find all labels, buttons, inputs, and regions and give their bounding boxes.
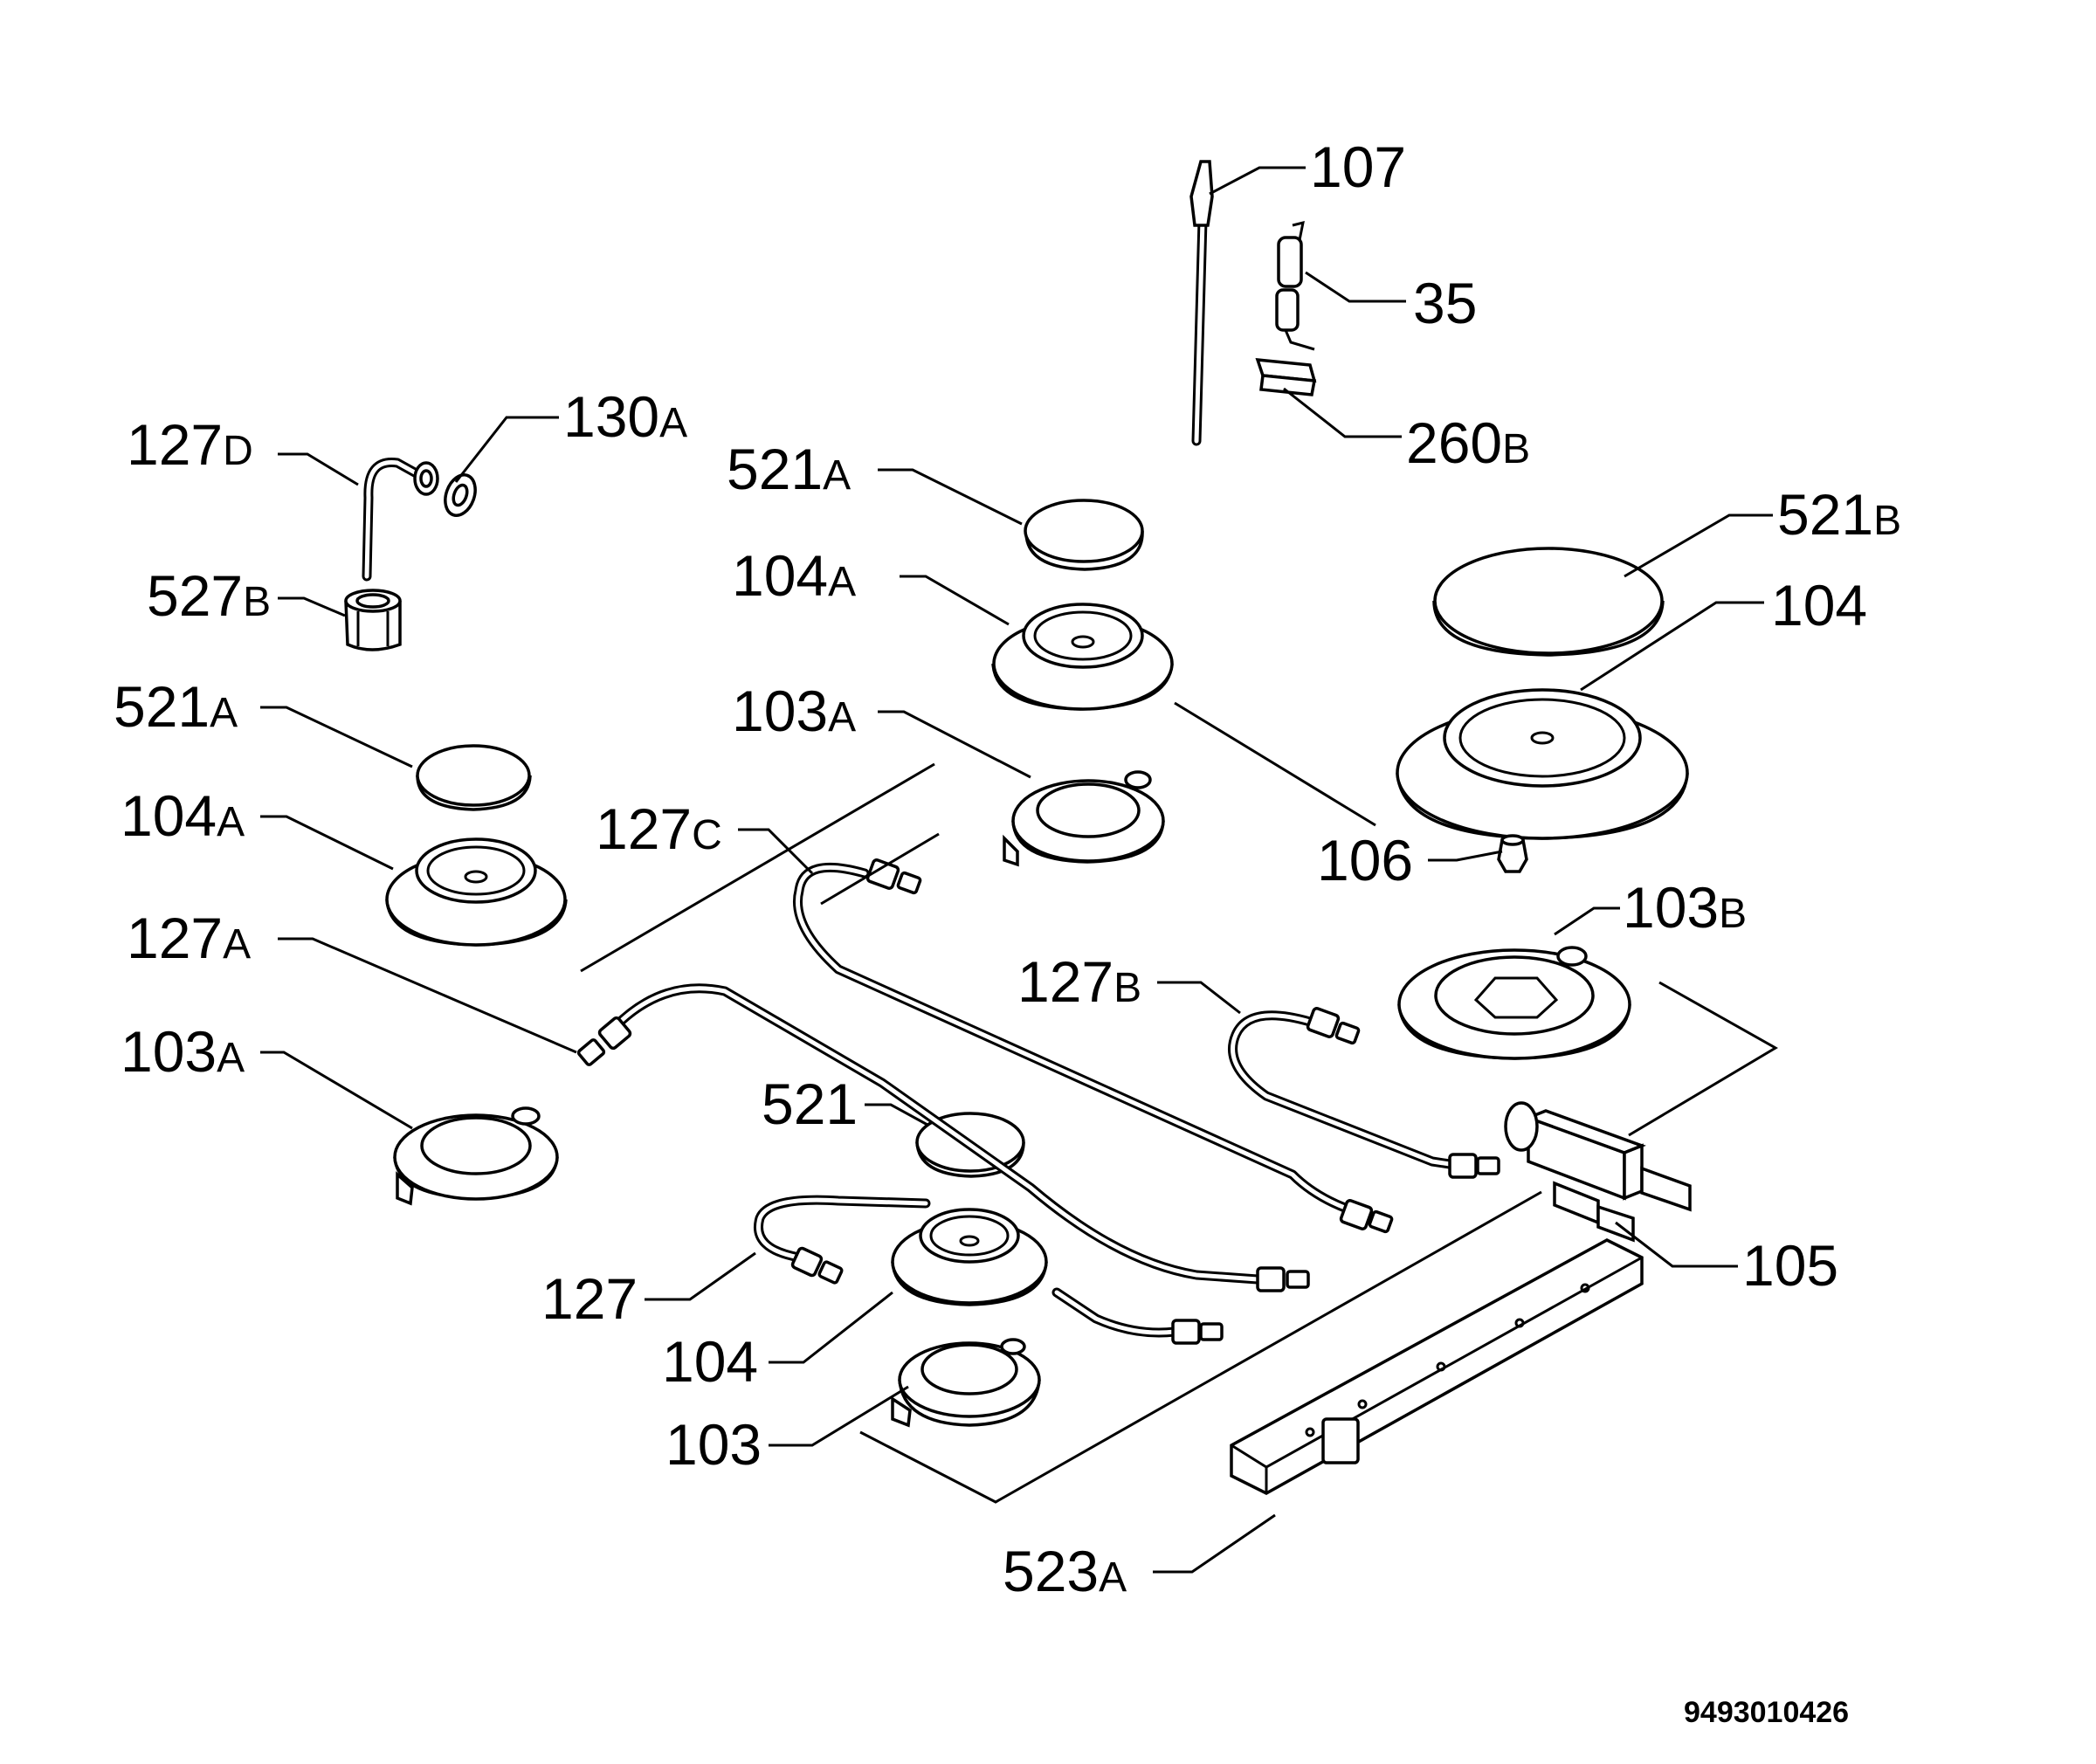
label-104a-top: 104A [732,543,856,608]
label-127d: 127D [127,412,253,477]
part-injector-106 [1497,834,1528,873]
label-127c: 127C [596,796,722,861]
label-127a: 127A [127,906,251,970]
label-103a-left: 103A [121,1019,245,1084]
label-107: 107 [1310,134,1406,199]
part-burner-cup-103a-left [393,1106,559,1206]
label-105: 105 [1742,1233,1838,1298]
label-106: 106 [1317,828,1413,892]
label-527b: 527B [147,563,271,628]
part-gas-pipe-127c [793,858,1394,1234]
document-code: 9493010426 [1684,1696,1849,1729]
part-burner-cap-521a-top [1024,499,1144,571]
label-103b: 103B [1623,875,1747,940]
label-521: 521 [762,1071,858,1136]
part-thermocouple-107 [1189,160,1214,446]
part-gas-pipe-127b [1228,1007,1500,1179]
part-gas-tap-105 [1504,1101,1692,1243]
label-521a-top: 521A [727,437,851,501]
label-103: 103 [665,1412,762,1477]
part-burner-crown-104a-left [385,837,568,947]
part-burner-cup-103a-top [1003,770,1165,867]
label-130a: 130A [563,384,687,449]
label-104a-left: 104A [121,783,245,848]
part-labels: 107 35 260B 127D 130A 521A 521B 104A 104… [114,134,1901,1603]
part-gas-pipe-127a [576,983,1310,1292]
label-127: 127 [541,1266,638,1331]
label-104-bottom: 104 [662,1329,758,1394]
label-127b: 127B [1017,949,1141,1014]
part-gas-pipe-127 [754,1195,1224,1345]
grouping-bracket-lines [580,701,1778,1504]
label-260b: 260B [1406,410,1530,475]
part-elbow-pipe-127d [362,458,439,582]
part-burner-crown-104-large [1396,688,1689,840]
part-burner-crown-104-bottom [891,1208,1048,1306]
part-clip-260b [1255,357,1317,396]
part-burner-cup-103b [1397,946,1631,1060]
label-523a: 523A [1003,1539,1127,1603]
part-electrode-35 [1275,220,1315,351]
label-521a-left: 521A [114,674,238,739]
part-burner-cap-521b [1432,547,1665,657]
label-521b: 521B [1777,482,1901,547]
part-burner-cap-521a-left [416,744,532,811]
label-35: 35 [1413,271,1477,335]
leader-lines [260,166,1773,1574]
part-nut-527b [344,589,402,651]
part-washer-130a [444,473,477,517]
label-103a-top: 103A [732,679,856,743]
label-104-large: 104 [1771,573,1867,637]
part-rail-523a [1230,1238,1644,1495]
part-burner-crown-104a-top [991,603,1174,711]
part-burner-cup-103 [891,1338,1041,1428]
